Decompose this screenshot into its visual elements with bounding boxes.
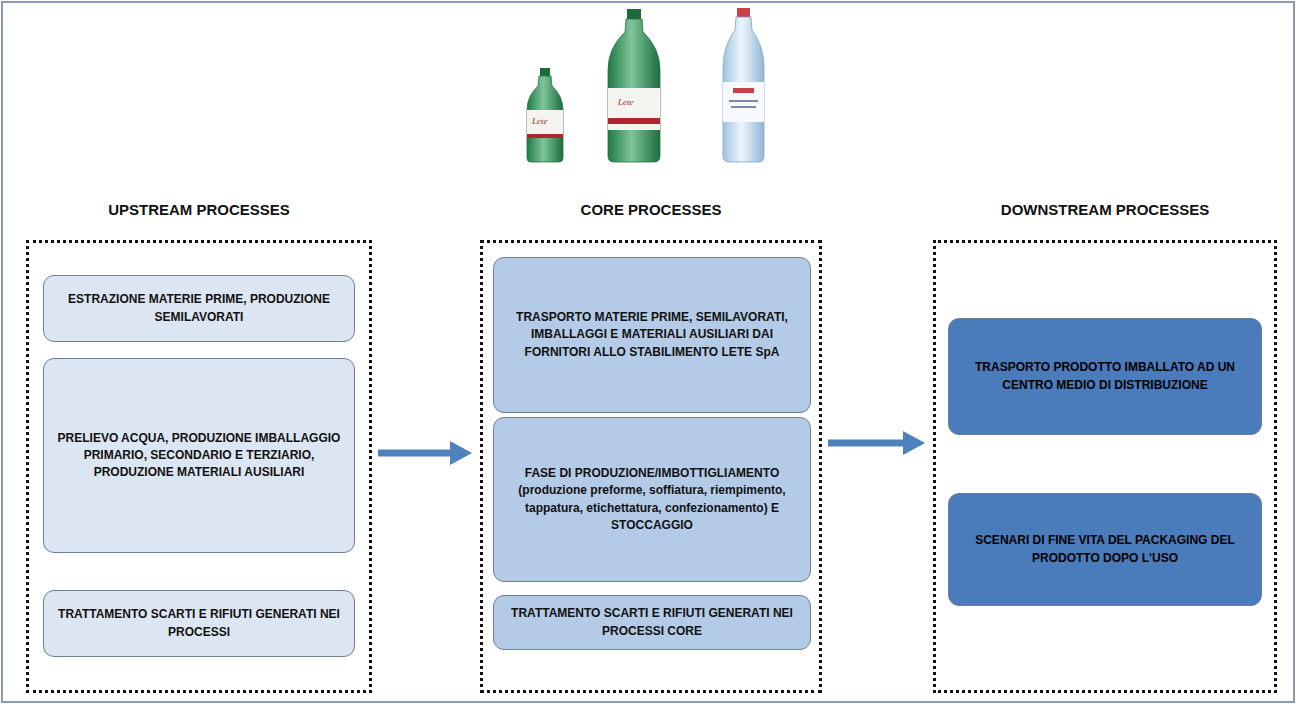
process-box: TRATTAMENTO SCARTI E RIFIUTI GENERATI NE… (493, 595, 811, 650)
bottle-brand: Lete (532, 116, 548, 126)
process-box: PRELIEVO ACQUA, PRODUZIONE IMBALLAGGIO P… (43, 358, 355, 553)
small-bottle (527, 68, 563, 162)
box-text: TRATTAMENTO SCARTI E RIFIUTI GENERATI NE… (56, 606, 342, 640)
box-text: SCENARI DI FINE VITA DEL PACKAGING DEL P… (961, 532, 1249, 566)
bottle-brand: Lete (618, 97, 634, 107)
group-heading: UPSTREAM PROCESSES (29, 201, 369, 218)
process-group: DOWNSTREAM PROCESSESTRASPORTO PRODOTTO I… (933, 240, 1277, 693)
flow-arrow (378, 441, 472, 465)
arrow-head (450, 441, 472, 465)
process-box: SCENARI DI FINE VITA DEL PACKAGING DEL P… (948, 493, 1262, 606)
group-heading: DOWNSTREAM PROCESSES (936, 201, 1274, 218)
arrow-shaft (378, 450, 450, 457)
box-text: FASE DI PRODUZIONE/IMBOTTIGLIAMENTO (pro… (506, 465, 798, 533)
arrow-shaft (828, 440, 903, 447)
process-group: UPSTREAM PROCESSESESTRAZIONE MATERIE PRI… (26, 240, 372, 693)
process-box: ESTRAZIONE MATERIE PRIME, PRODUZIONE SEM… (43, 275, 355, 342)
process-box: TRASPORTO MATERIE PRIME, SEMILAVORATI, I… (493, 257, 811, 413)
process-box: FASE DI PRODUZIONE/IMBOTTIGLIAMENTO (pro… (493, 417, 811, 582)
box-text: PRELIEVO ACQUA, PRODUZIONE IMBALLAGGIO P… (56, 430, 342, 481)
process-group: CORE PROCESSESTRASPORTO MATERIE PRIME, S… (480, 240, 822, 693)
clear-bottle (723, 8, 764, 162)
flow-arrow (828, 431, 925, 455)
box-text: TRASPORTO PRODOTTO IMBALLATO AD UN CENTR… (961, 359, 1249, 393)
box-text: TRASPORTO MATERIE PRIME, SEMILAVORATI, I… (506, 309, 798, 360)
process-box: TRASPORTO PRODOTTO IMBALLATO AD UN CENTR… (948, 318, 1262, 435)
group-heading: CORE PROCESSES (483, 201, 819, 218)
process-box: TRATTAMENTO SCARTI E RIFIUTI GENERATI NE… (43, 590, 355, 657)
box-text: ESTRAZIONE MATERIE PRIME, PRODUZIONE SEM… (56, 291, 342, 325)
box-text: TRATTAMENTO SCARTI E RIFIUTI GENERATI NE… (506, 605, 798, 639)
arrow-head (903, 431, 925, 455)
large-bottle (608, 9, 660, 162)
